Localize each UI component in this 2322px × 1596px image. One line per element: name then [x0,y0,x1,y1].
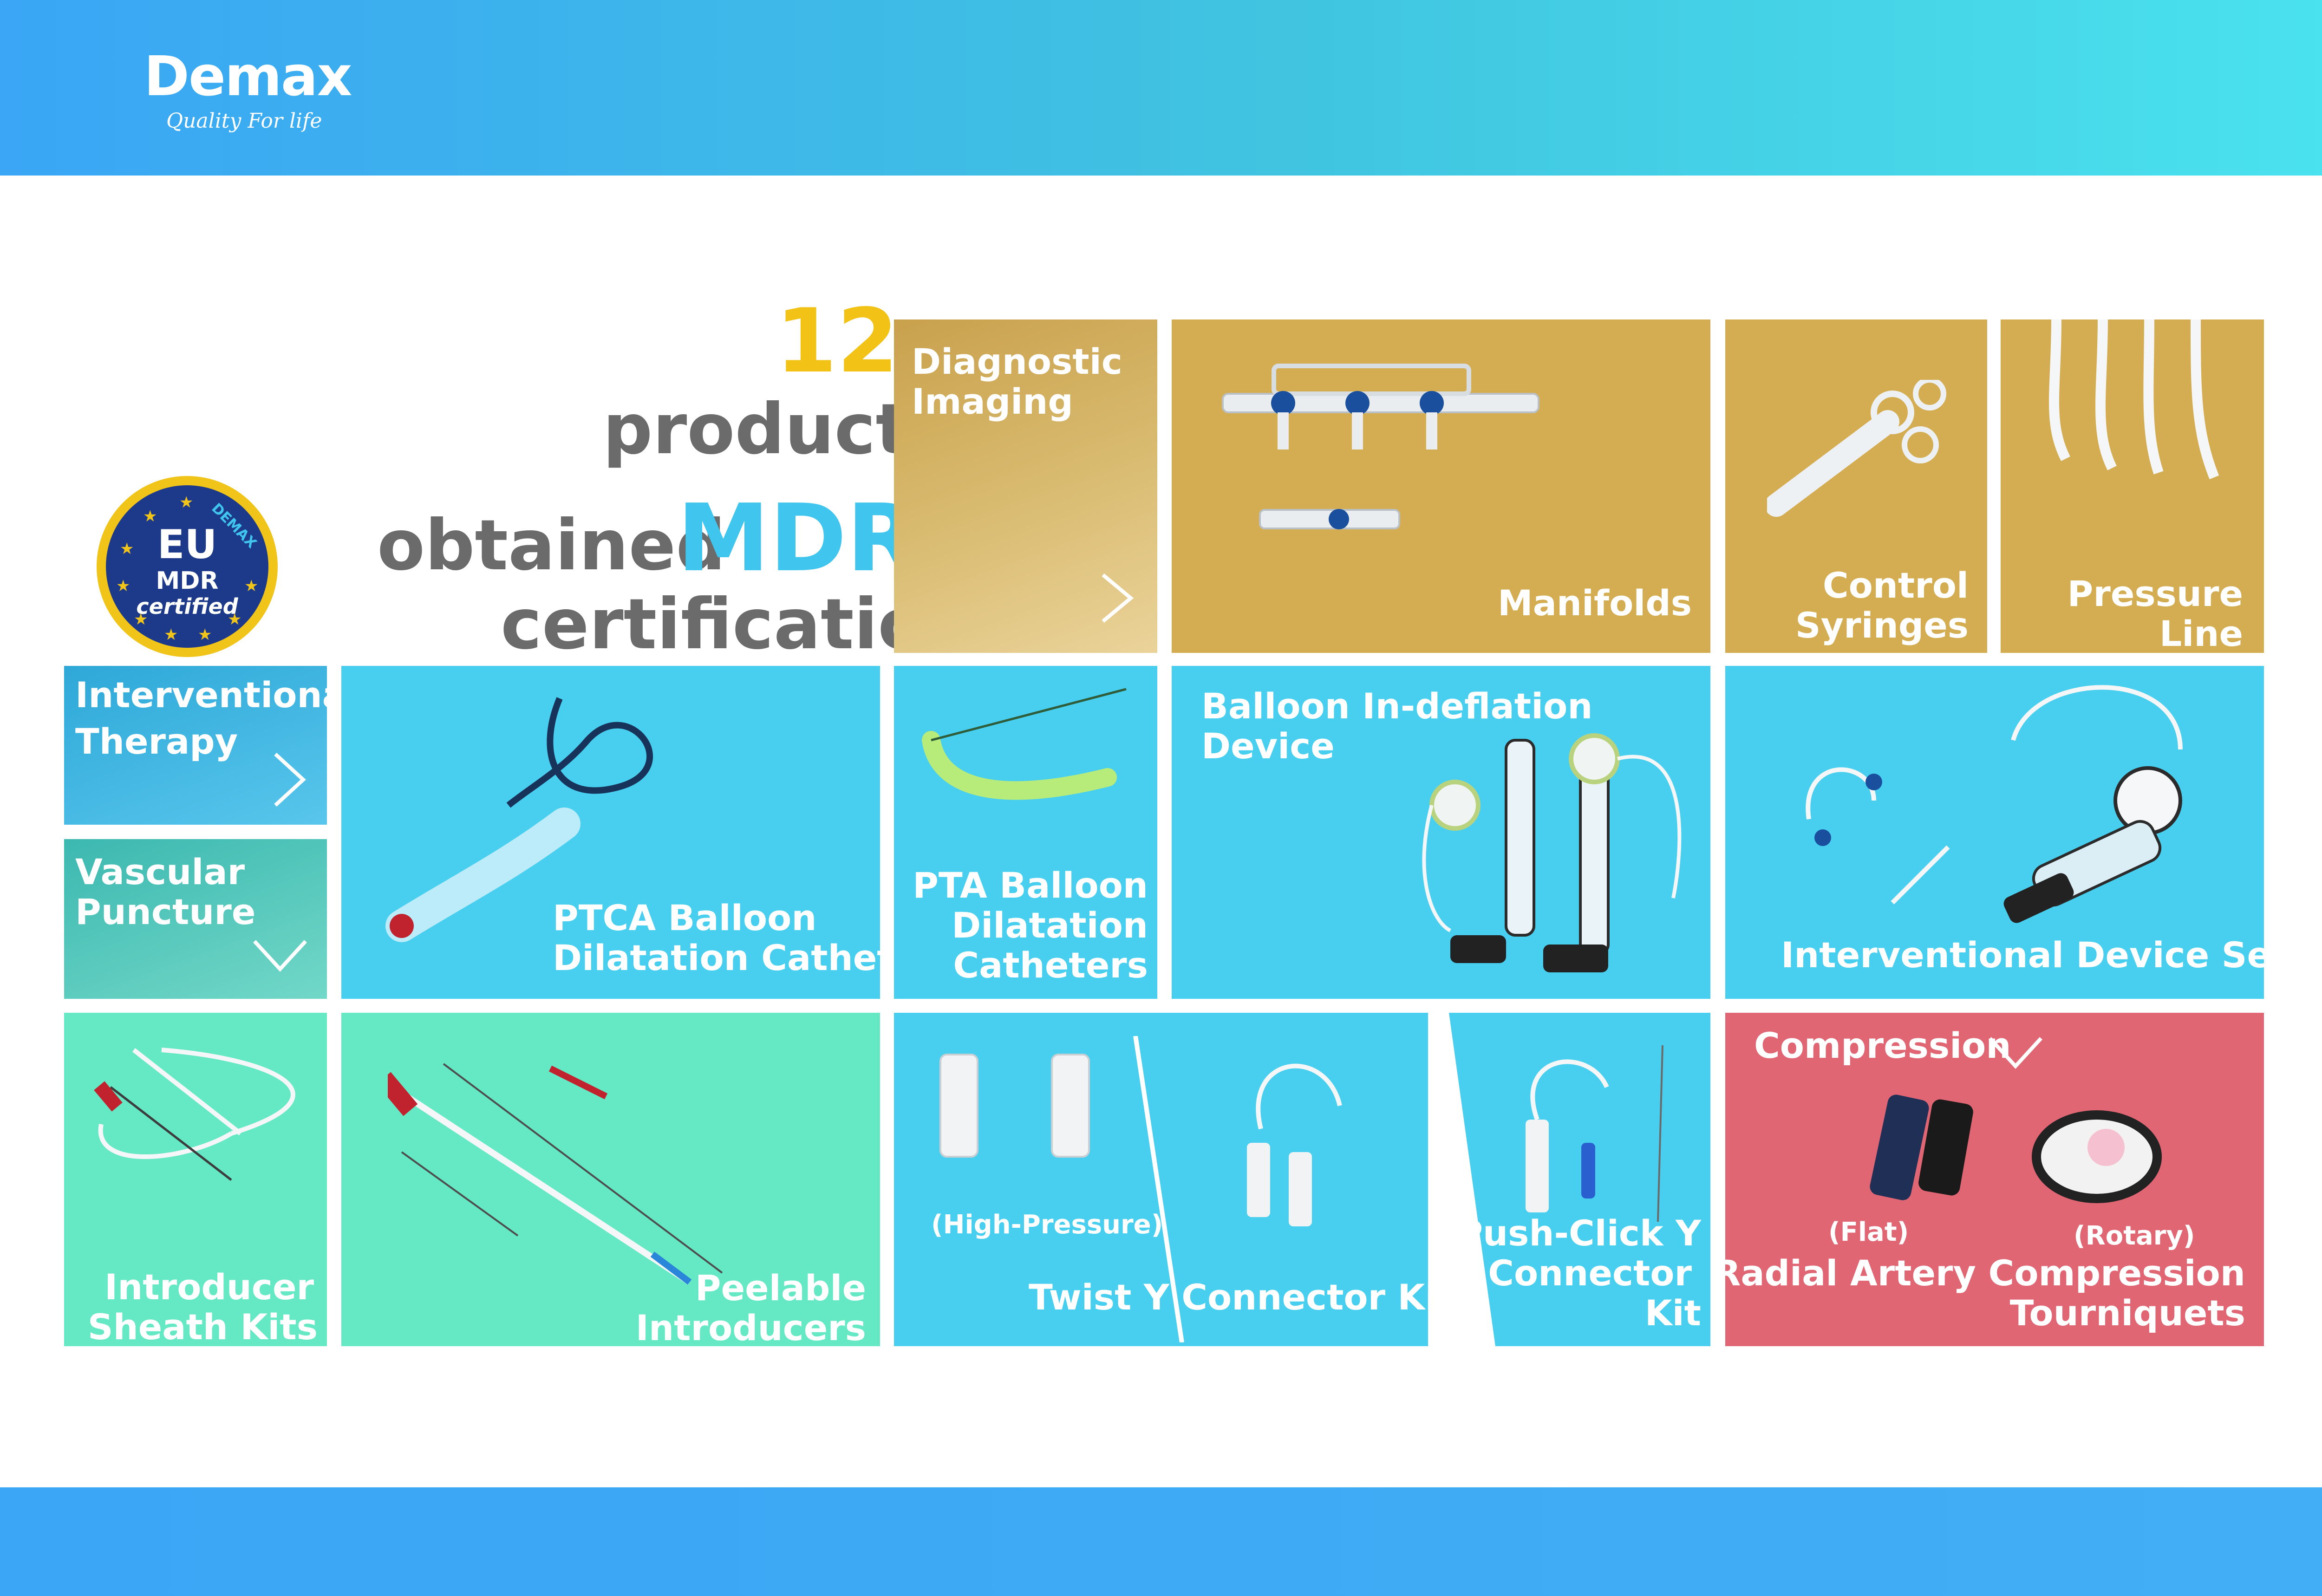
star-icon: ★ [228,610,242,629]
inflation-label-2: Device [1201,725,1335,767]
device-set-image [1806,685,2183,923]
badge-certified-text: certified [136,594,238,619]
product-pta-balloon[interactable]: PTA Balloon Dilatation Catheters [894,666,1157,999]
nav-vascular-puncture[interactable]: Vascular Puncture [64,839,327,999]
twist-y-label: Twist Y Connector Kit [1029,1277,1428,1318]
chevron-down-icon [253,940,307,972]
headline-products: products [603,389,951,470]
product-manifolds[interactable]: Manifolds [1172,319,1710,653]
pta-label-3: Catheters [953,945,1148,986]
ptca-catheter-image [385,697,653,942]
star-icon: ★ [244,577,259,595]
tourniquet-image [1870,1094,2162,1203]
star-icon: ★ [198,625,212,644]
star-icon: ★ [120,540,134,558]
high-pressure-label: (High-Pressure) [931,1210,1163,1240]
badge-mdr-text: MDR [156,567,219,595]
introducer-label-2: Sheath Kits [87,1306,318,1347]
product-radial-artery-tourniquets[interactable]: Compression (Flat) (Rotary) Radial Arter… [1725,1013,2264,1346]
brand-tagline: Quality For life [166,109,322,133]
headline-mdr: MDR [677,484,919,593]
badge-inner: EU MDR certified DEMAX ★ ★ ★ ★ ★ ★ ★ ★ ★ [106,485,268,648]
push-click-connector-image [1526,1045,1663,1222]
brand-logo[interactable]: Demax [144,44,352,108]
flat-label: (Flat) [1828,1217,1909,1247]
device-set-label: Interventional Device Set [1781,934,2264,976]
interventional-label-2: Therapy [75,721,238,762]
header-bar: Demax Quality For life [0,0,2322,176]
badge-eu-text: EU [157,521,217,568]
push-click-label-1: Push-Click Y [1457,1212,1701,1254]
inflation-label-1: Balloon In-deflation [1201,685,1593,727]
vascular-label-2: Puncture [75,891,256,932]
diagnostic-label-1: Diagnostic [912,341,1122,382]
introducer-kit-image [94,1048,295,1181]
control-label-2: Syringes [1795,605,1969,646]
product-push-click-y-connector-kit[interactable]: Push-Click Y Connector Kit [1449,1013,1710,1346]
product-peelable-introducers[interactable]: Peelable Introducers [341,1013,880,1346]
eu-mdr-badge: EU MDR certified DEMAX ★ ★ ★ ★ ★ ★ ★ ★ ★ [97,476,278,657]
push-click-label-2: Connector [1488,1252,1692,1294]
headline-count: 12 [776,290,899,392]
twist-y-connector-image [939,1036,1342,1342]
pressure-label-2: Line [2159,613,2243,653]
peelable-label-1: Peelable [695,1267,866,1309]
peelable-introducer-image [388,1063,723,1285]
footer-bar [0,1487,2322,1596]
compression-label[interactable]: Compression [1754,1025,2011,1066]
interventional-label-1: Interventional [75,674,327,716]
diagnostic-label-2: Imaging [912,381,1073,422]
chevron-right-icon [1102,573,1134,623]
nav-interventional-therapy[interactable]: Interventional Therapy [64,666,327,825]
nav-diagnostic-imaging[interactable]: Diagnostic Imaging [894,319,1157,653]
rotary-label: (Rotary) [2074,1221,2195,1251]
push-click-label-3: Kit [1644,1292,1701,1334]
product-introducer-sheath-kits[interactable]: Introducer Sheath Kits [64,1013,327,1346]
product-interventional-device-set[interactable]: Interventional Device Set [1725,666,2264,999]
peelable-label-2: Introducers [635,1307,866,1347]
syringe-image [1767,380,1946,517]
vascular-label-1: Vascular [75,851,245,892]
product-control-syringes[interactable]: Control Syringes [1725,319,1987,653]
product-ptca-balloon[interactable]: PTCA Balloon Dilatation Catheter [341,666,880,999]
radial-label-1: Radial Artery Compression [1725,1252,2245,1294]
star-icon: ★ [116,577,130,595]
product-twist-y-connector-kit[interactable]: (High-Pressure) Twist Y Connector Kit [894,1013,1428,1346]
chevron-down-icon [1989,1037,2042,1069]
pressure-label-1: Pressure [2067,573,2243,614]
pta-label-2: Dilatation [952,905,1148,946]
pressure-line-image [2049,319,2219,480]
star-icon: ★ [134,610,148,629]
pta-catheter-image [922,688,1127,800]
star-icon: ★ [164,625,178,644]
control-label-1: Control [1822,565,1969,606]
inflation-device-image [1422,733,1682,972]
ptca-label-2: Dilatation Catheter [553,937,880,978]
chevron-right-icon [274,753,306,807]
manifolds-label: Manifolds [1497,582,1692,624]
star-icon: ★ [179,493,194,512]
star-icon: ★ [143,507,157,526]
ptca-label-1: PTCA Balloon [553,897,817,938]
product-pressure-line[interactable]: Pressure Line [2001,319,2264,653]
manifold-image [1222,364,1539,529]
introducer-label-1: Introducer [104,1266,314,1308]
radial-label-2: Tourniquets [2009,1292,2245,1334]
pta-label-1: PTA Balloon [913,865,1148,906]
headline-obtained: obtained [377,505,726,586]
product-balloon-inflation-device[interactable]: Balloon In-deflation Device [1172,666,1710,999]
